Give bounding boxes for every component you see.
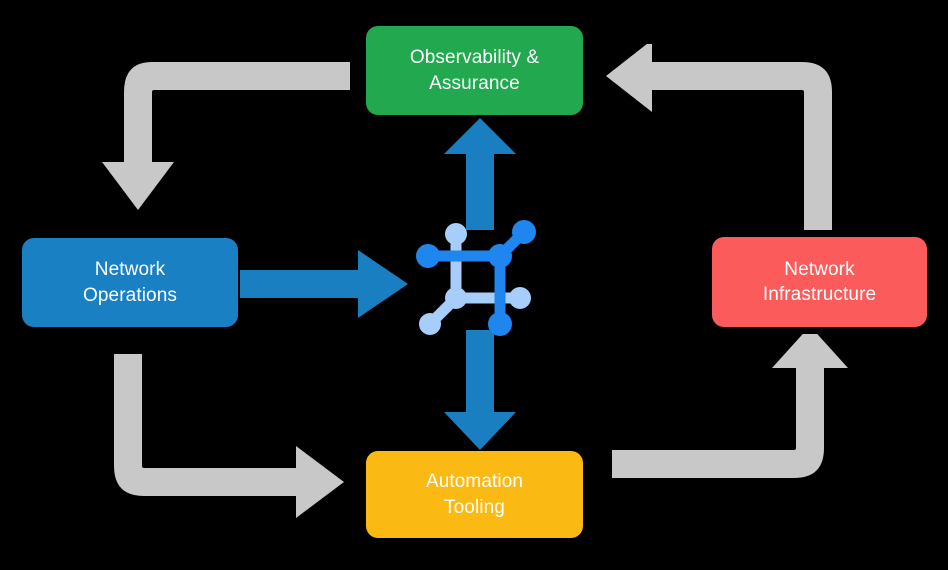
node-label-line1: Automation: [425, 471, 524, 493]
hub-nodes-primary: [416, 220, 536, 336]
node-label-line2: Operations: [83, 284, 177, 306]
arrow-path: [606, 44, 832, 230]
node-automation-tooling[interactable]: Automation Tooling: [366, 451, 583, 538]
node-label-line1: Network: [94, 259, 166, 281]
connector-operations-to-hub: [240, 250, 408, 318]
connector-hub-to-automation: [444, 330, 516, 450]
hub-nodes-secondary: [419, 223, 531, 335]
node-label-line2: Tooling: [444, 496, 505, 518]
node-label-line1: Observability &: [409, 47, 540, 69]
arrow-path: [240, 250, 408, 318]
arrow-path: [444, 330, 516, 450]
node-network-operations[interactable]: Network Operations: [22, 238, 238, 327]
connector-observability-to-operations: [102, 62, 350, 210]
arrow-path: [114, 354, 344, 518]
node-label-line2: Infrastructure: [762, 284, 877, 305]
node-label-line1: Network: [784, 258, 855, 280]
connector-operations-to-automation: [114, 354, 344, 518]
arrow-path: [612, 334, 848, 478]
arrow-path: [102, 62, 350, 210]
node-label-line2: Assurance: [429, 72, 520, 94]
connector-infrastructure-to-observability: [606, 44, 832, 230]
connector-automation-to-infrastructure: [612, 334, 848, 478]
node-network-infrastructure[interactable]: Network Infrastructure: [712, 237, 927, 327]
network-topology-icon: [416, 220, 536, 336]
node-observability-assurance[interactable]: Observability & Assurance: [366, 26, 583, 115]
